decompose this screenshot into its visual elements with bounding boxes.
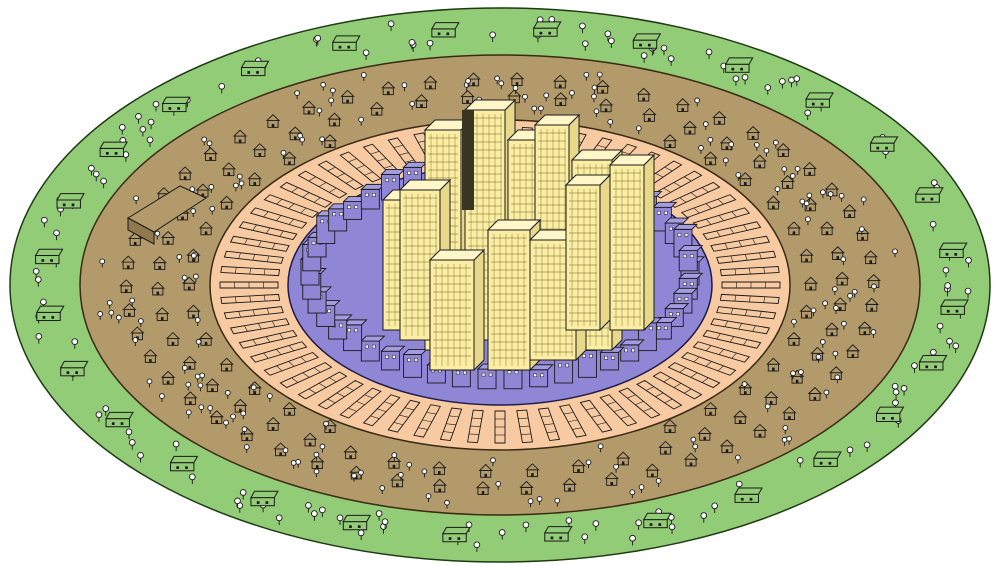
suburban-house xyxy=(806,93,833,107)
suburban-house xyxy=(61,361,88,375)
suburban-house xyxy=(37,306,64,320)
suburban-house xyxy=(106,412,133,426)
suburban-house xyxy=(443,527,470,541)
suburban-house xyxy=(644,513,671,527)
suburban-house xyxy=(57,194,84,208)
skyscraper xyxy=(430,250,484,370)
suburban-house xyxy=(735,488,762,502)
suburban-house xyxy=(941,300,968,314)
suburban-house xyxy=(726,58,753,72)
suburban-house xyxy=(36,249,63,263)
skyscraper xyxy=(610,155,654,330)
suburban-house xyxy=(100,142,127,156)
suburban-house xyxy=(251,491,278,505)
row-house xyxy=(722,282,780,288)
suburban-house xyxy=(916,188,943,202)
skyscraper xyxy=(566,175,610,330)
suburban-house xyxy=(940,243,967,257)
suburban-house xyxy=(633,34,660,48)
tower-shadow xyxy=(462,110,474,210)
suburban-house xyxy=(545,527,572,541)
row-house xyxy=(220,282,278,288)
row-house xyxy=(495,411,505,443)
suburban-house xyxy=(876,407,903,421)
suburban-house xyxy=(171,456,198,470)
suburban-house xyxy=(920,356,947,370)
suburban-house xyxy=(343,515,370,529)
suburban-house xyxy=(163,97,190,111)
suburban-house xyxy=(432,23,459,37)
suburban-house xyxy=(534,22,561,36)
suburban-house xyxy=(333,36,360,50)
suburban-house xyxy=(242,61,269,75)
suburban-house xyxy=(871,137,898,151)
suburban-house xyxy=(814,452,841,466)
